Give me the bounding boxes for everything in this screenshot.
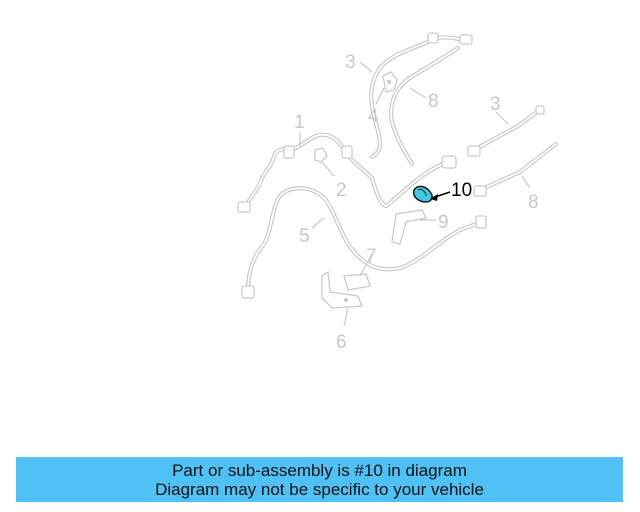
callout-5: 5 [299, 226, 310, 247]
callout-4: 4 [368, 106, 379, 127]
callout-8-upper: 8 [428, 91, 439, 112]
callout-7: 7 [366, 246, 377, 267]
clip-part-2 [314, 147, 328, 163]
hose-part-5 [241, 186, 487, 299]
leader-lines [299, 61, 531, 327]
bracket-part-9 [391, 209, 427, 245]
banner-line-1: Part or sub-assembly is #10 in diagram [172, 460, 467, 480]
hose-part-8-upper [389, 45, 461, 167]
callout-8-right: 8 [528, 192, 539, 213]
callout-10[interactable]: 10 [451, 180, 472, 201]
callout-2: 2 [336, 180, 347, 201]
callout-3-upper: 3 [345, 52, 356, 73]
hose-part-1 [237, 132, 457, 213]
callout-1: 1 [294, 112, 305, 133]
info-banner: Part or sub-assembly is #10 in diagram D… [16, 457, 623, 502]
bracket-part-7 [343, 273, 371, 291]
callout-9: 9 [438, 212, 449, 233]
clip-part-4 [382, 71, 398, 93]
pipe-part-8-right [473, 141, 559, 197]
callout-6: 6 [336, 332, 347, 353]
parts-diagram: 1 2 3 4 8 3 8 9 5 7 6 10 [237, 32, 559, 353]
callout-3-right: 3 [490, 94, 501, 115]
hose-part-3-upper [369, 32, 473, 160]
banner-line-2: Diagram may not be specific to your vehi… [155, 479, 484, 499]
bracket-part-6 [321, 270, 363, 309]
pipe-part-3-right [467, 105, 545, 157]
highlighted-part-10[interactable] [412, 185, 433, 203]
